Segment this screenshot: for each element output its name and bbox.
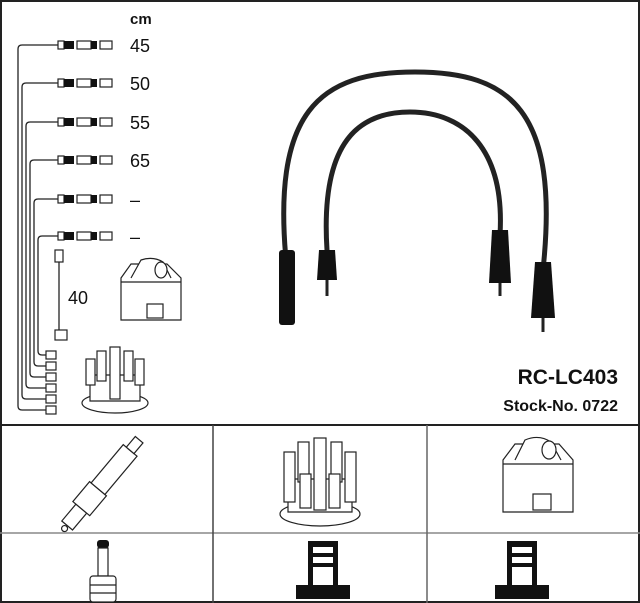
cable-connector: [76, 117, 92, 127]
cable-end-connector: [45, 383, 57, 393]
cable-connector: [99, 78, 113, 88]
cable-connector: [99, 231, 113, 241]
cable-connector: [57, 194, 65, 204]
cable-row: 65: [29, 151, 150, 382]
cable-connector: [64, 232, 74, 240]
cable-end-connector: [45, 394, 57, 404]
cable-row: –: [37, 227, 140, 360]
cable-end-connector: [45, 372, 57, 382]
cable-connector: [91, 41, 97, 49]
cable-connector: [57, 117, 65, 127]
distributor-terminal-icon: [296, 541, 350, 599]
cable-connector: [99, 194, 113, 204]
coil-lead-length: 40: [68, 288, 88, 308]
ignition-coil-icon: [502, 436, 574, 513]
spark-plug-icon: [60, 435, 144, 533]
cable-length-label: 55: [130, 113, 150, 133]
cable-row: –: [33, 190, 140, 371]
cable-connector: [64, 41, 74, 49]
spark-plug-boot: [279, 250, 295, 325]
stock-number: Stock-No. 0722: [503, 398, 618, 415]
ignition-cables: [279, 69, 555, 332]
cable-length-label: –: [130, 190, 140, 210]
cable-connector: [91, 79, 97, 87]
distributor-cap-icon: [279, 437, 361, 527]
cable-connector: [76, 40, 92, 50]
cable-row: 55: [25, 113, 150, 393]
cable-length-label: 65: [130, 151, 150, 171]
spark-plug-terminal-icon: [89, 540, 117, 603]
cable-end-connector: [45, 361, 57, 371]
cable-connector: [91, 195, 97, 203]
cable-list: 45 50 55 65 – –: [17, 36, 150, 415]
cable-connector: [76, 155, 92, 165]
cable-connector: [76, 231, 92, 241]
cable-connector: [57, 78, 65, 88]
cable-end-connector: [45, 350, 57, 360]
cable-end-connector: [45, 405, 57, 415]
cable-connector: [64, 79, 74, 87]
unit-label: cm: [130, 11, 152, 28]
cable-connector: [91, 232, 97, 240]
cable-connector: [64, 156, 74, 164]
cable-length-label: 45: [130, 36, 150, 56]
cable-connector: [57, 231, 65, 241]
coil-lead: [54, 249, 68, 341]
distributor-boot: [317, 250, 337, 280]
cable-connector: [99, 155, 113, 165]
coil-terminal-icon: [495, 541, 549, 599]
cable-row: 50: [21, 74, 150, 404]
cable-connector: [99, 117, 113, 127]
ignition-coil-icon: [120, 257, 182, 321]
distributor-cap-icon: [81, 346, 149, 414]
cable-row: 45: [17, 36, 150, 415]
cable-connector: [91, 118, 97, 126]
cable-length-label: –: [130, 227, 140, 247]
cable-length-label: 50: [130, 74, 150, 94]
distributor-boot: [489, 230, 511, 283]
cable-connector: [57, 40, 65, 50]
coil-boot: [531, 262, 555, 318]
cable-connector: [99, 40, 113, 50]
cable-connector: [57, 155, 65, 165]
cable-connector: [91, 156, 97, 164]
cable-connector: [76, 194, 92, 204]
model-number: RC-LC403: [518, 366, 618, 389]
cable-connector: [64, 195, 74, 203]
cable-connector: [64, 118, 74, 126]
cable-connector: [76, 78, 92, 88]
